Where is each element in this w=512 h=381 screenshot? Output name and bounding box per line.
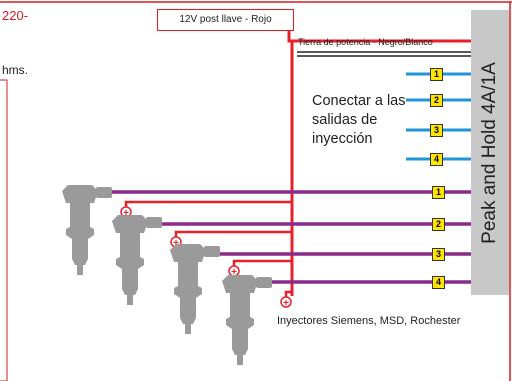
injector-power-wire [284, 290, 292, 297]
fuel-injector [112, 215, 148, 305]
output-number-tag: 4 [430, 153, 443, 166]
fuel-injector [170, 244, 206, 334]
positive-symbol: + [231, 267, 237, 278]
output-number-tag: 1 [430, 68, 443, 81]
positive-symbol: + [283, 298, 289, 309]
injector-number-tag: 4 [432, 276, 445, 289]
cropped-heading-fragment: 220- [2, 8, 29, 23]
peak-hold-module [471, 10, 509, 295]
positive-symbol: + [123, 208, 129, 219]
injection-outputs-instruction: Conectar a las salidas de inyección [312, 93, 406, 147]
output-number-tag: 2 [430, 94, 443, 107]
power-wire [287, 29, 471, 43]
injector-brands-caption: Inyectores Siemens, MSD, Rochester [277, 315, 461, 327]
side-panel-border [0, 79, 8, 381]
ground-wire-label: Tierra de potencia - Negro/Blanco [298, 37, 433, 47]
injector-power-wire [124, 200, 292, 207]
positive-symbol: + [173, 238, 179, 249]
injector-connector [256, 277, 272, 288]
fuel-injector [222, 275, 258, 365]
injector-number-tag: 2 [432, 218, 445, 231]
injector-number-tag: 3 [432, 248, 445, 261]
injector-connector [204, 246, 220, 257]
power-wire-label: 12V post llave - Rojo [157, 9, 294, 31]
fuel-injector [62, 185, 98, 275]
injector-power-wire [174, 230, 292, 237]
module-label: Peak and Hold 4A/1A [471, 10, 509, 295]
injector-number-tag: 1 [432, 186, 445, 199]
injector-connector [96, 187, 112, 198]
injector-power-wire [232, 259, 292, 266]
module-label-text: Peak and Hold 4A/1A [479, 61, 500, 244]
injector-connector [146, 217, 162, 228]
cropped-text-fragment: hms. [2, 63, 29, 77]
output-number-tag: 3 [430, 124, 443, 137]
